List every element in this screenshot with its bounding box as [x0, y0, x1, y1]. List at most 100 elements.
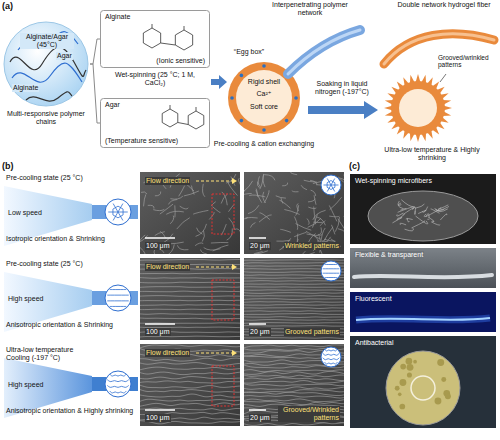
node-text: (Temperature sensitive) [105, 137, 178, 145]
orientation-pattern-part [113, 204, 123, 221]
connector-line [90, 39, 100, 64]
surface-texture-part [235, 229, 240, 233]
surface-texture-part [140, 259, 240, 261]
surface-texture-part [140, 408, 240, 410]
photo-background [350, 174, 496, 244]
surface-texture-part [324, 239, 335, 241]
node-illustration [244, 344, 344, 426]
surface-texture-part [244, 316, 344, 318]
surface-texture-part [244, 395, 344, 398]
structure-box [101, 99, 210, 148]
surface-texture-part [213, 207, 221, 213]
orientation-pattern-part [327, 179, 335, 192]
orientation-pattern-part [327, 179, 335, 192]
surface-texture-part [140, 318, 240, 320]
node-text: 20 μm [249, 414, 271, 422]
shrunk-fiber-section-part [384, 106, 392, 111]
calcium-ions-part [285, 119, 289, 123]
surface-texture-part [313, 222, 323, 223]
orientation-pattern-part [110, 306, 127, 307]
orientation-pattern [323, 265, 340, 278]
scale-bar [145, 409, 175, 411]
calcium-ions-part [240, 74, 244, 78]
surface-texture-part [244, 386, 344, 389]
sem-image: Flow direction100 μm [140, 258, 240, 340]
node-text: Alginate [12, 84, 39, 92]
chemical-structure-part [162, 109, 178, 127]
panel-letter: (a) [2, 1, 13, 11]
structure-box [101, 11, 210, 68]
condition-label: Ultra-low temperature Cooling (-197 °C) [6, 346, 92, 362]
surface-texture-part [244, 384, 344, 386]
spun-fiber-part [288, 30, 360, 74]
microfiber-tangle-part [392, 217, 402, 223]
orientation-pattern-part [323, 358, 340, 360]
microfiber-tangle-part [437, 209, 444, 211]
condition-label: Pre-cooling state (25 °C) [6, 174, 92, 182]
microfiber-tangle-part [415, 204, 424, 208]
surface-texture-part [170, 196, 182, 199]
node-illustration [350, 336, 496, 428]
flow-arrowhead [232, 350, 237, 356]
surface-texture-part [251, 251, 263, 254]
microfiber-tangle-part [398, 203, 403, 209]
node-illustration [4, 22, 88, 106]
spun-fiber-part [288, 30, 360, 74]
shrunk-fiber-section-part [444, 106, 452, 111]
surface-texture [244, 345, 344, 426]
microfiber-tangle-part [398, 201, 401, 205]
surface-texture-part [140, 282, 240, 284]
surface-texture [140, 174, 240, 254]
surface-texture-part [307, 219, 309, 225]
connector-line [90, 64, 100, 123]
surface-texture-part [244, 307, 344, 309]
fiber-sample [411, 376, 435, 400]
surface-texture-part [244, 301, 344, 303]
calcium-ions-part [230, 96, 234, 100]
surface-texture-part [140, 313, 240, 315]
surface-texture-part [196, 224, 207, 236]
surface-texture-part [245, 217, 257, 218]
surface-texture-part [258, 176, 260, 186]
microfiber-tangle-part [418, 210, 426, 213]
surface-texture-part [329, 216, 339, 218]
microfiber-tangle-part [431, 222, 440, 225]
surface-texture-part [140, 377, 240, 379]
surface-texture-part [195, 243, 203, 246]
flow-arrow [196, 353, 232, 354]
surface-texture-part [244, 289, 344, 291]
surface-texture-part [160, 231, 165, 238]
surface-texture-part [169, 200, 178, 205]
bacterial-colonies-part [445, 393, 451, 399]
microfiber-tangle-part [407, 218, 409, 222]
nozzle-schematic [4, 186, 138, 246]
orientation-label: Anisotropic orientation & Highly shrinki… [6, 407, 136, 415]
nozzle-schematic [4, 272, 138, 332]
node-text: Multi-responsive polymer chains [2, 110, 90, 126]
surface-texture-part [179, 186, 185, 197]
surface-texture-part [282, 183, 287, 186]
zoom-region [212, 194, 234, 234]
node-text: Flow direction [145, 263, 190, 271]
chemical-structure-part [178, 123, 188, 125]
surface-texture-part [140, 300, 240, 302]
orientation-bubble [105, 199, 131, 225]
soft-core [236, 70, 292, 126]
sem-background [140, 344, 240, 426]
agar-box: Agar(Temperature sensitive) [100, 98, 210, 148]
surface-texture [140, 345, 240, 424]
node-text: 100 μm [145, 414, 171, 422]
panel-letter: (c) [349, 161, 360, 171]
surface-texture-part [296, 205, 299, 215]
surface-texture-part [244, 310, 344, 312]
bacterial-colonies-part [395, 386, 400, 391]
microfiber-tangle-part [438, 205, 448, 210]
orientation-pattern-part [110, 289, 127, 290]
surface-texture-part [244, 295, 344, 297]
microfiber-tangle-part [412, 221, 425, 228]
bacterial-colonies-part [398, 393, 402, 397]
node-text: Grooved patterns [284, 328, 340, 336]
surface-texture-part [140, 363, 240, 366]
chemical-structure [162, 105, 204, 129]
surface-texture-part [331, 225, 334, 235]
